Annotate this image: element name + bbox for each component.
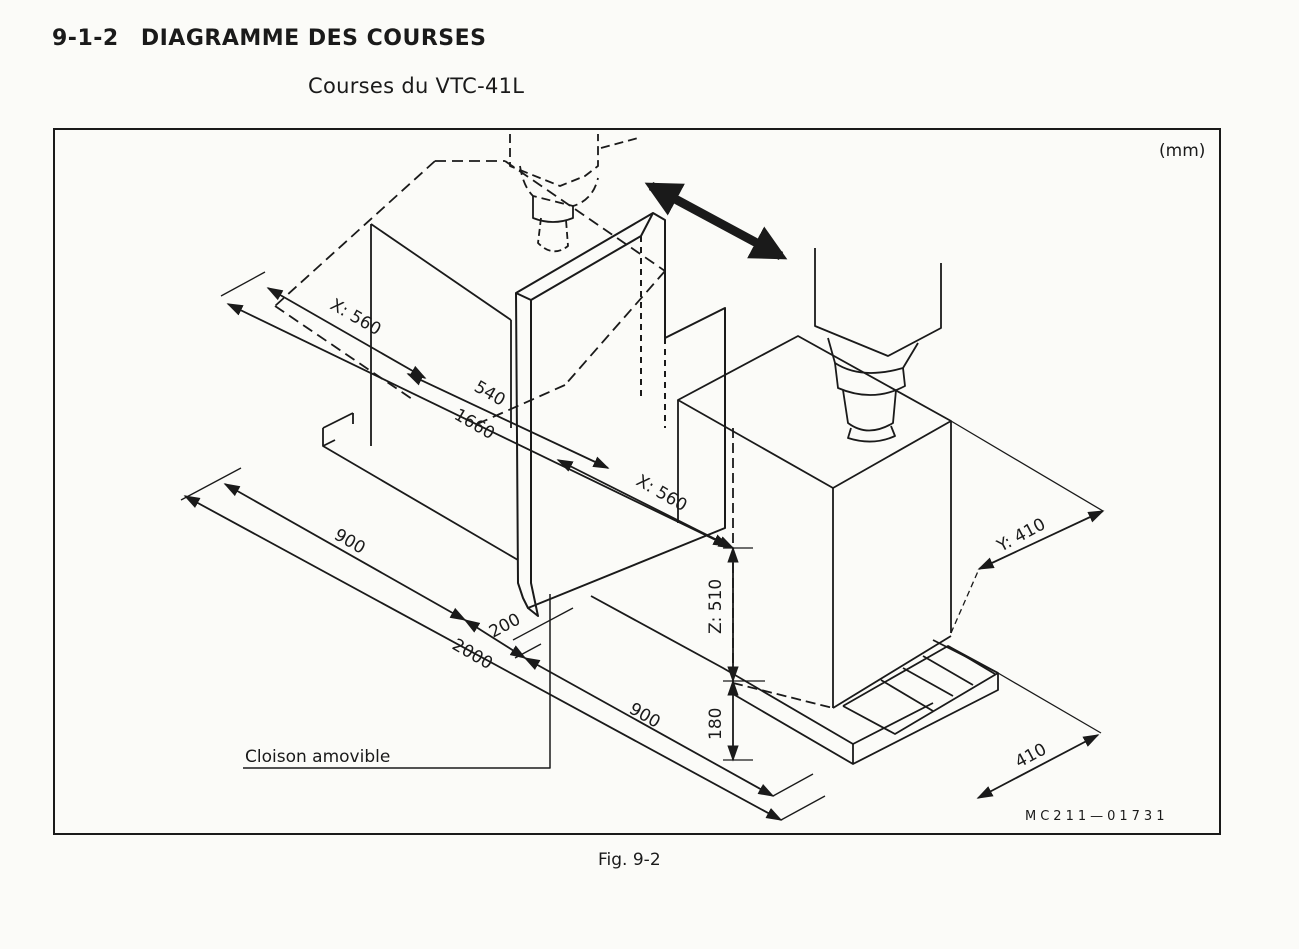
- extension-lines: [180, 271, 1104, 821]
- section-number: 9-1-2: [52, 26, 119, 51]
- dim-200-line: [463, 619, 527, 659]
- left-spindle: [509, 134, 639, 253]
- section-heading: 9-1-2 DIAGRAMME DES COURSES: [52, 26, 487, 51]
- dim-x-left-label: X: 560: [327, 295, 385, 340]
- callout-label: Cloison amovible: [245, 747, 390, 767]
- diagram-subtitle: Courses du VTC-41L: [308, 74, 525, 98]
- dim-x-right-label: X: 560: [633, 471, 691, 516]
- dim-2000-label: 2000: [449, 635, 496, 674]
- right-spindle: [814, 248, 942, 443]
- dim-410-line: [976, 734, 1100, 799]
- dim-900-left-label: 900: [331, 525, 369, 559]
- figure-caption: Fig. 9-2: [598, 850, 661, 870]
- left-travel-volume: [274, 160, 666, 426]
- dim-y-label: Y: 410: [993, 514, 1049, 556]
- travel-diagram: (mm) X: 560 540 1660 X: 560 900 200 2000…: [180, 134, 1205, 824]
- machine-bed: [322, 412, 999, 765]
- dim-900-left-line: [223, 483, 467, 621]
- dim-1660-label: 1660: [451, 405, 498, 444]
- motion-arrow: [644, 182, 788, 260]
- dim-900-right-label: 900: [626, 699, 664, 733]
- removable-partition[interactable]: [515, 212, 726, 617]
- dim-410-label: 410: [1012, 740, 1050, 773]
- figure-frame: (mm) X: 560 540 1660 X: 560 900 200 2000…: [53, 128, 1221, 835]
- dim-540-line: [406, 373, 610, 469]
- dim-900-right-line: [523, 657, 775, 797]
- drawing-code: MC211—01731: [1025, 809, 1168, 824]
- callout-leader: [243, 594, 551, 769]
- right-travel-block: [677, 335, 952, 709]
- unit-label: (mm): [1159, 141, 1205, 161]
- section-title: DIAGRAMME DES COURSES: [140, 26, 487, 51]
- dim-y-line: [977, 510, 1105, 570]
- dim-z-label: Z: 510: [706, 579, 726, 634]
- dim-180-label: 180: [706, 708, 726, 740]
- machine-table: [842, 645, 999, 735]
